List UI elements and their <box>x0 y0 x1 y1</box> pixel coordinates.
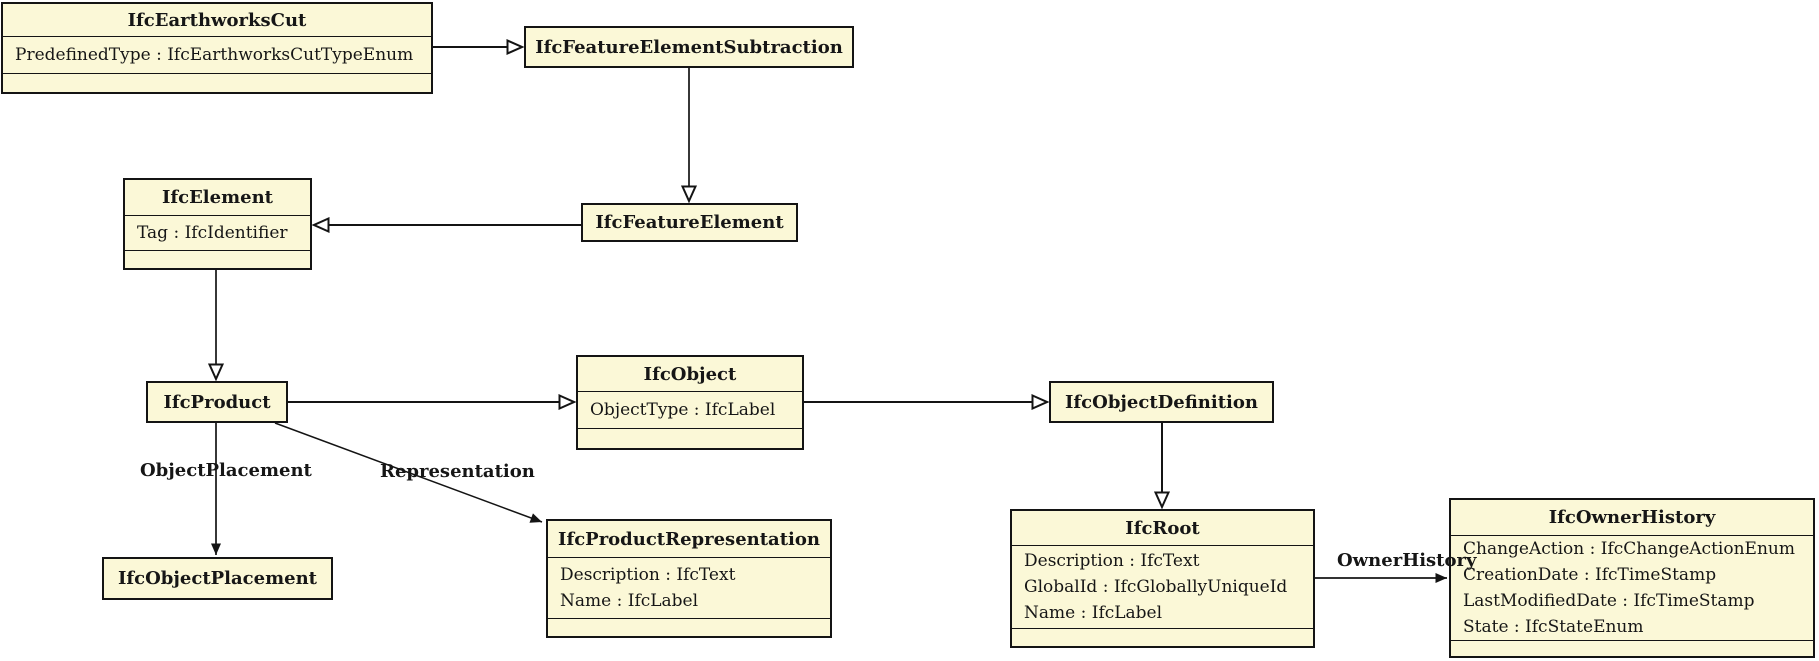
class-attribute: Name : IfcLabel <box>1024 603 1163 623</box>
class-title: IfcObject <box>643 363 737 385</box>
class-title: IfcFeatureElement <box>595 212 784 233</box>
edge-objectdefinition-root <box>1162 423 1507 509</box>
class-title: IfcObjectDefinition <box>1065 391 1258 413</box>
class-attribute: CreationDate : IfcTimeStamp <box>1463 565 1717 585</box>
class-title: IfcObjectPlacement <box>118 568 317 589</box>
class-title: IfcEarthworksCut <box>127 9 307 31</box>
class-ifc-product-representation[interactable]: IfcProductRepresentation Description : I… <box>546 519 832 638</box>
object-placement-edge-label: ObjectPlacement <box>140 460 312 481</box>
representation-edge-label: Representation <box>380 461 535 482</box>
class-attribute: GlobalId : IfcGloballyUniqueId <box>1024 577 1288 597</box>
empty-compartment <box>578 428 802 448</box>
attributes-compartment: Tag : IfcIdentifier <box>125 215 310 250</box>
owner-history-edge-label: OwnerHistory <box>1337 550 1477 571</box>
attributes-compartment: PredefinedType : IfcEarthworksCutTypeEnu… <box>3 36 431 73</box>
attributes-compartment: Description : IfcText GlobalId : IfcGlob… <box>1012 545 1313 628</box>
class-ifc-feature-element-subtraction[interactable]: IfcFeatureElementSubtraction <box>524 26 854 68</box>
class-title: IfcProduct <box>163 391 271 413</box>
class-ifc-product[interactable]: IfcProduct <box>146 381 288 423</box>
attributes-compartment: Description : IfcText Name : IfcLabel <box>548 557 830 618</box>
class-attribute: Tag : IfcIdentifier <box>137 223 288 243</box>
empty-compartment <box>1451 640 1813 656</box>
empty-compartment <box>125 250 310 268</box>
class-ifc-earthworks-cut[interactable]: IfcEarthworksCut PredefinedType : IfcEar… <box>1 2 433 94</box>
class-title: IfcProductRepresentation <box>558 528 820 550</box>
class-attribute: ChangeAction : IfcChangeActionEnum <box>1463 539 1795 559</box>
class-title: IfcFeatureElementSubtraction <box>535 36 843 58</box>
attributes-compartment: ChangeAction : IfcChangeActionEnum Creat… <box>1451 535 1813 640</box>
class-ifc-owner-history[interactable]: IfcOwnerHistory ChangeAction : IfcChange… <box>1449 498 1815 658</box>
class-ifc-root[interactable]: IfcRoot Description : IfcText GlobalId :… <box>1010 509 1315 648</box>
class-title: IfcOwnerHistory <box>1548 507 1716 528</box>
class-attribute: ObjectType : IfcLabel <box>590 400 776 420</box>
class-attribute: Description : IfcText <box>560 565 736 585</box>
class-attribute: PredefinedType : IfcEarthworksCutTypeEnu… <box>15 45 414 65</box>
class-ifc-element[interactable]: IfcElement Tag : IfcIdentifier <box>123 178 312 270</box>
class-attribute: State : IfcStateEnum <box>1463 617 1644 637</box>
class-attribute: Description : IfcText <box>1024 551 1200 571</box>
attributes-compartment: ObjectType : IfcLabel <box>578 391 802 428</box>
empty-compartment <box>548 618 830 636</box>
empty-compartment <box>1012 628 1313 646</box>
class-attribute: Name : IfcLabel <box>560 591 699 611</box>
class-ifc-object-definition[interactable]: IfcObjectDefinition <box>1049 381 1274 423</box>
empty-compartment <box>3 73 431 92</box>
class-title: IfcElement <box>161 187 274 208</box>
class-title: IfcRoot <box>1125 517 1200 539</box>
class-ifc-object-placement[interactable]: IfcObjectPlacement <box>102 557 333 600</box>
class-ifc-feature-element[interactable]: IfcFeatureElement <box>581 203 798 242</box>
class-ifc-object[interactable]: IfcObject ObjectType : IfcLabel <box>576 355 804 450</box>
class-attribute: LastModifiedDate : IfcTimeStamp <box>1463 591 1755 611</box>
